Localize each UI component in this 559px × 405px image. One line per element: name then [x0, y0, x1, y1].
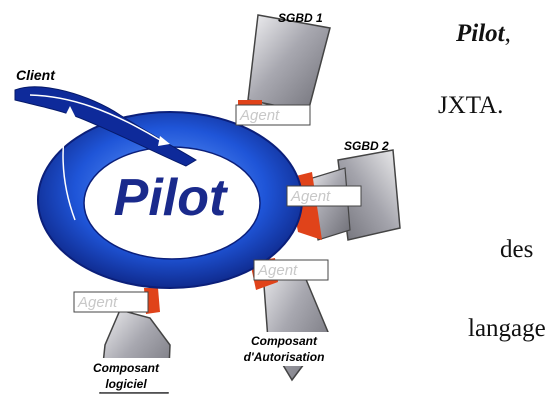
- agent-box-2: Agent: [286, 185, 362, 207]
- agent-label-3: Agent: [257, 262, 298, 279]
- sgbd2-label: SGBD 2: [344, 139, 389, 153]
- sgbd1-block: [238, 14, 331, 118]
- pilot-label: Pilot: [114, 169, 229, 227]
- composant-auth-label-bg: [236, 332, 332, 366]
- client-label: Client: [16, 67, 56, 83]
- sgbd1-label: SGBD 1: [278, 11, 323, 25]
- pilot-ring: [37, 111, 303, 289]
- client-arrow: [14, 86, 197, 221]
- agent-label-1: Agent: [239, 107, 280, 124]
- side-text-des: des: [500, 236, 534, 263]
- side-text-pilot: Pilot,: [456, 20, 511, 48]
- side-pilot-comma: ,: [504, 20, 511, 47]
- composant-auth-line1: Composant: [251, 334, 318, 348]
- composant-log-label-bg: [78, 358, 174, 392]
- agent-box-1: Agent: [235, 104, 311, 126]
- side-text-jxta: JXTA.: [438, 92, 504, 119]
- side-text-langage: langage: [468, 315, 546, 342]
- composant-auth-line2: d'Autorisation: [244, 350, 325, 364]
- agent-box-3: Agent: [253, 259, 329, 281]
- agent-box-4: Agent: [73, 291, 149, 313]
- side-pilot-word: Pilot: [456, 20, 505, 47]
- agent-label-2: Agent: [290, 188, 331, 205]
- agent-label-4: Agent: [77, 294, 118, 311]
- composant-log-line2: logiciel: [105, 377, 147, 391]
- composant-log-line1: Composant: [93, 361, 160, 375]
